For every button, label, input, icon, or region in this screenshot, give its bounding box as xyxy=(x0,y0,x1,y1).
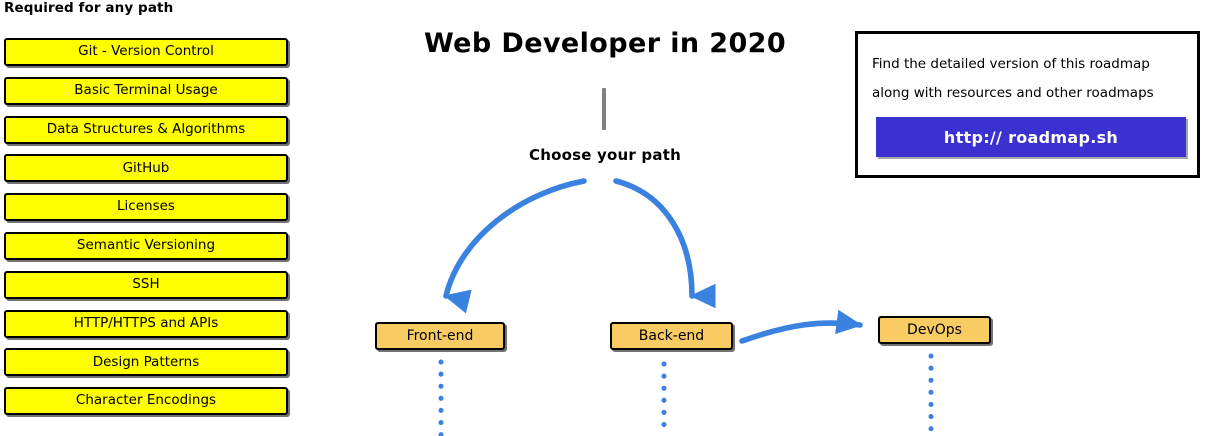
required-item-label: Basic Terminal Usage xyxy=(74,82,218,99)
roadmap-sh-link-button[interactable]: http:// roadmap.sh xyxy=(876,117,1186,157)
required-item-label: Data Structures & Algorithms xyxy=(46,120,246,137)
path-node-label: DevOps xyxy=(907,322,962,338)
required-item-label: Character Encodings xyxy=(75,392,217,409)
info-box-line-2: along with resources and other roadmaps xyxy=(872,85,1154,101)
roadmap-sh-link-label: http:// roadmap.sh xyxy=(943,127,1119,147)
arrow-to-backend xyxy=(613,178,716,309)
path-node-frontend[interactable]: Front-end xyxy=(375,322,505,350)
page-title: Web Developer in 2020 xyxy=(423,28,787,59)
required-item-licenses[interactable]: Licenses xyxy=(4,193,288,222)
required-item-label: Licenses xyxy=(117,198,175,215)
required-item-git-version-control[interactable]: Git - Version Control xyxy=(4,38,288,66)
title-stem-connector xyxy=(602,88,606,130)
info-box-line-1: Find the detailed version of this roadma… xyxy=(872,56,1150,72)
info-box: Find the detailed version of this roadma… xyxy=(855,31,1200,178)
required-item-label: SSH xyxy=(132,276,160,293)
required-items-list: Git - Version Control Basic Terminal Usa… xyxy=(4,38,288,426)
required-item-ssh[interactable]: SSH xyxy=(4,270,288,299)
path-node-label: Front-end xyxy=(406,328,474,344)
required-item-http-https-and-apis[interactable]: HTTP/HTTPS and APIs xyxy=(4,309,288,338)
required-item-label: Semantic Versioning xyxy=(76,237,216,254)
required-section-heading: Required for any path xyxy=(4,0,174,16)
required-item-github[interactable]: GitHub xyxy=(4,154,288,183)
path-node-label: Back-end xyxy=(638,328,705,344)
required-item-data-structures-algorithms[interactable]: Data Structures & Algorithms xyxy=(4,115,288,144)
required-for-any-path-section: Required for any path Git - Version Cont… xyxy=(0,0,300,436)
required-item-label: HTTP/HTTPS and APIs xyxy=(73,314,219,331)
arrow-to-frontend xyxy=(443,178,587,314)
required-item-semantic-versioning[interactable]: Semantic Versioning xyxy=(4,231,288,260)
required-item-label: GitHub xyxy=(122,159,170,176)
arrow-backend-to-devops xyxy=(739,309,863,344)
path-node-backend[interactable]: Back-end xyxy=(610,322,733,350)
required-item-label: Design Patterns xyxy=(92,353,200,370)
required-item-basic-terminal-usage[interactable]: Basic Terminal Usage xyxy=(4,76,288,105)
required-item-character-encodings[interactable]: Character Encodings xyxy=(4,387,288,416)
required-item-design-patterns[interactable]: Design Patterns xyxy=(4,348,288,377)
required-item-label: Git - Version Control xyxy=(78,43,214,60)
path-node-devops[interactable]: DevOps xyxy=(878,316,991,344)
choose-your-path-label: Choose your path xyxy=(529,146,681,164)
